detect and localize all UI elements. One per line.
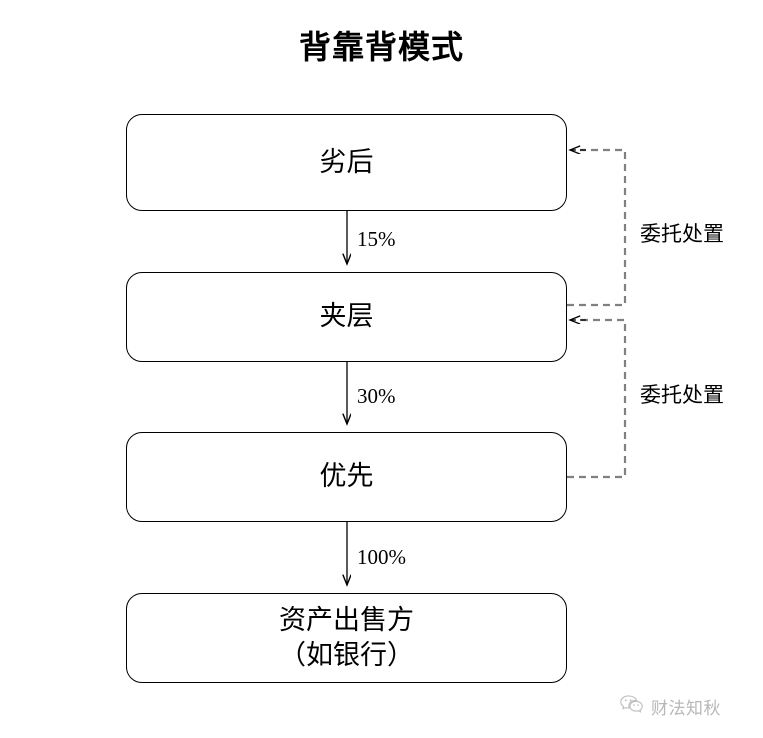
- edge-label-subordinate-to-mezzanine: 15%: [357, 227, 396, 251]
- edge-label-senior-to-seller: 100%: [357, 545, 406, 569]
- node-subordinate-label: 劣后: [319, 146, 374, 177]
- watermark: 财法知秋: [620, 694, 721, 719]
- node-subordinate[interactable]: 劣后: [126, 114, 567, 211]
- node-senior-label: 优先: [319, 461, 374, 492]
- watermark-text: 财法知秋: [651, 699, 721, 719]
- side-label-entrusted-disposal-top: 委托处置: [640, 222, 724, 246]
- node-asset-seller-label: 资产出售方 （如银行）: [279, 604, 414, 670]
- node-mezzanine-label: 夹层: [319, 301, 374, 332]
- wechat-icon: [620, 694, 644, 719]
- node-asset-seller[interactable]: 资产出售方 （如银行）: [126, 593, 567, 683]
- edge-label-mezzanine-to-senior: 30%: [357, 384, 396, 408]
- side-label-entrusted-disposal-bottom: 委托处置: [640, 383, 724, 407]
- node-senior[interactable]: 优先: [126, 432, 567, 522]
- dashed-connector-bottom: [567, 320, 627, 479]
- node-mezzanine[interactable]: 夹层: [126, 272, 567, 362]
- page-title: 背靠背模式: [298, 28, 464, 66]
- dashed-connector-top: [567, 150, 627, 307]
